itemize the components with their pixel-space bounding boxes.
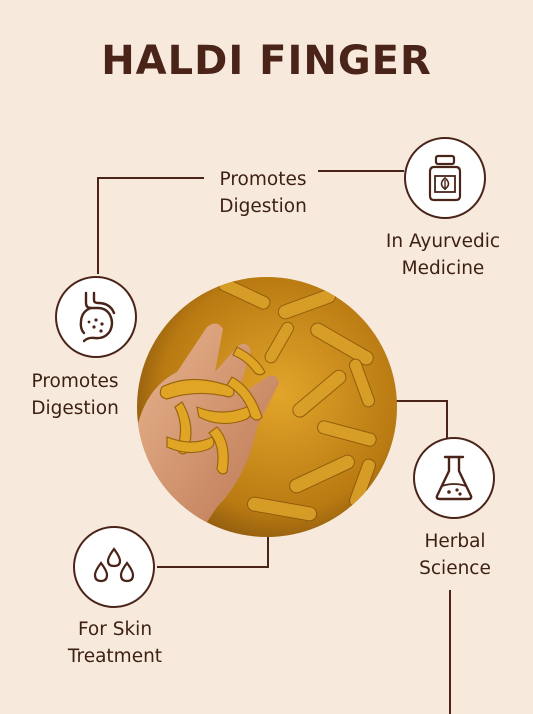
feature-label-promotes-digestion-left: Promotes Digestion — [31, 371, 119, 419]
connector-line — [157, 566, 269, 568]
medicine-bottle-icon — [428, 154, 462, 202]
turmeric-photo — [137, 277, 397, 537]
connector-line — [449, 590, 451, 714]
feature-label-herbal-science: Herbal Science — [419, 531, 491, 579]
droplets-icon — [93, 547, 135, 583]
connector-line — [446, 400, 448, 438]
stomach-icon-circle — [55, 276, 137, 358]
connector-line — [97, 177, 204, 179]
medicine-bottle-icon-circle — [404, 137, 486, 219]
feature-label-skin-treatment: For Skin Treatment — [67, 619, 163, 667]
connector-line — [395, 400, 448, 402]
turmeric-photo-illustration — [137, 277, 397, 537]
page-title: HALDI FINGER — [101, 38, 432, 84]
connector-line — [97, 177, 99, 274]
connector-line — [267, 535, 269, 567]
flask-icon — [435, 455, 473, 501]
feature-label-ayurvedic-medicine: In Ayurvedic Medicine — [385, 231, 501, 279]
feature-label-promotes-digestion-top: Promotes Digestion — [219, 169, 307, 217]
flask-icon-circle — [413, 437, 495, 519]
droplets-icon-circle — [73, 526, 155, 608]
connector-line — [318, 170, 404, 172]
stomach-icon — [79, 291, 116, 343]
